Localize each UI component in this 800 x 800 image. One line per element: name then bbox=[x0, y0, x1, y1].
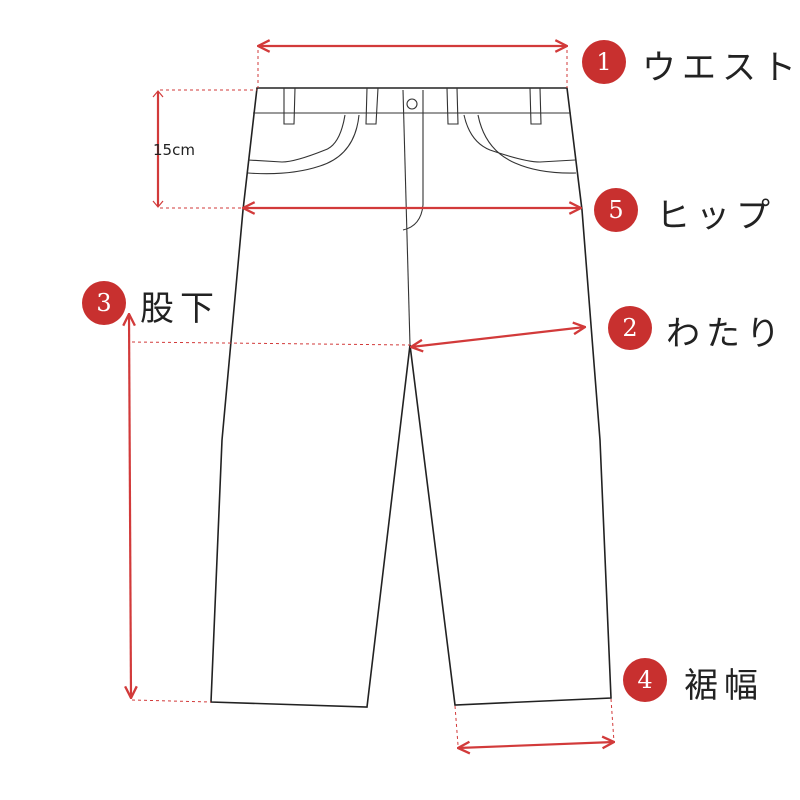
hem-arrow bbox=[458, 742, 614, 748]
label-inseam: 股下 bbox=[140, 289, 220, 329]
label-waist: ウエスト bbox=[642, 48, 800, 88]
pants-outline bbox=[210, 87, 612, 708]
label-hem: 裾幅 bbox=[684, 666, 764, 706]
badge-inseam: 3 bbox=[82, 281, 126, 325]
badge-hip: 5 bbox=[594, 188, 638, 232]
badge-thigh: 2 bbox=[608, 306, 652, 350]
label-hip: ヒップ bbox=[656, 196, 776, 236]
label-thigh: わたり bbox=[666, 314, 786, 354]
badge-hem: 4 bbox=[623, 658, 667, 702]
thigh-arrow bbox=[411, 327, 585, 347]
measurement-lines bbox=[129, 46, 614, 748]
inseam-arrow bbox=[129, 314, 131, 698]
badge-waist: 1 bbox=[582, 40, 626, 84]
hip-offset-label: 15cm bbox=[153, 141, 195, 159]
